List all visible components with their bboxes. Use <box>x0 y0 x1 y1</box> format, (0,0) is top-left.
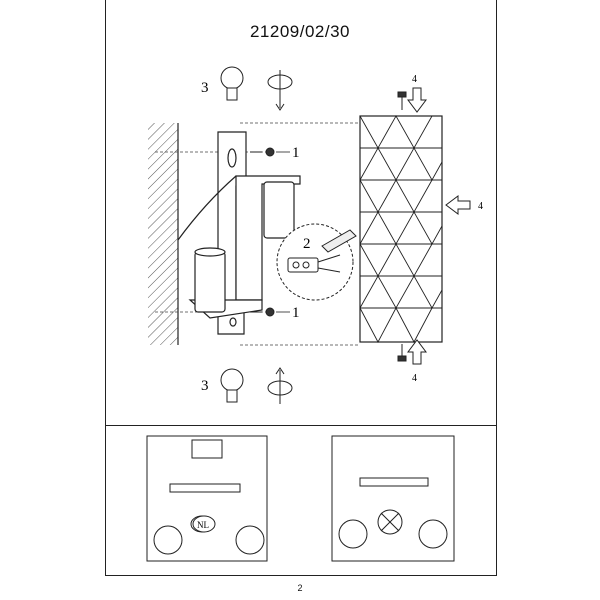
arrow-left-icon <box>445 195 471 215</box>
nl-badge: NL <box>197 520 209 530</box>
callout-1-top: 1 <box>292 145 300 161</box>
callout-3-bottom: 3 <box>201 378 209 394</box>
callout-4-right: 4 <box>478 201 483 212</box>
model-code-title: 21209/02/30 <box>249 22 351 41</box>
small-screw-icon <box>397 91 407 362</box>
callout-4-bottom: 4 <box>412 373 417 384</box>
callout-3-top: 3 <box>201 80 209 96</box>
nl-badge-shape <box>192 515 216 533</box>
callout-1-bottom: 1 <box>292 305 300 321</box>
wall-hatch <box>148 123 179 345</box>
callout-4-top: 4 <box>412 74 417 85</box>
glass-shade <box>359 115 443 343</box>
detail-box-right <box>331 435 455 562</box>
terminal-block-detail <box>276 223 357 301</box>
lamp-body <box>188 175 301 319</box>
screw-icon <box>250 147 275 317</box>
arrow-up-icon <box>407 339 427 365</box>
section-divider <box>105 425 497 426</box>
rotate-icon <box>267 70 293 404</box>
arrow-down-icon <box>407 87 427 113</box>
page-frame <box>105 0 497 576</box>
callout-2: 2 <box>303 236 311 252</box>
power-cable <box>177 175 237 241</box>
detail-box-left <box>146 435 268 562</box>
bulb-icon <box>220 66 244 403</box>
page-number: 2 <box>297 583 303 593</box>
